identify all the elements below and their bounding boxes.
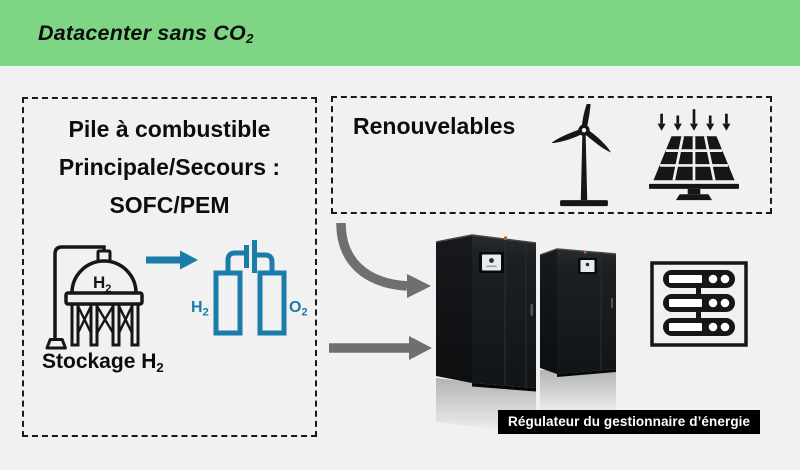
energy-manager-label: Régulateur du gestionnaire d’énergie (498, 410, 761, 434)
page-title-subscript: 2 (245, 31, 254, 47)
storage-caption: Stockage H2 (42, 350, 164, 375)
fuel-cell-box-title-line1: Pile à combustible (68, 116, 271, 142)
svg-text:H2: H2 (93, 273, 111, 295)
renewables-to-ups-arrow (336, 222, 431, 298)
solar-panel-icon (649, 109, 739, 201)
wind-turbine-icon (551, 104, 611, 207)
ups-cabinet-rear (539, 248, 617, 414)
fuel-cell-box-title: Pile à combustible Principale/Secours : … (24, 110, 315, 224)
server-unit (663, 294, 735, 312)
header-banner: Datacenter sans CO2 (0, 0, 800, 66)
connection-arrows (329, 222, 432, 360)
renewables-box-title: Renouvelables (353, 113, 516, 139)
hydrogen-storage-tank-icon: H2 (45, 245, 144, 350)
fuel-cell-box: Pile à combustible Principale/Secours : … (22, 97, 317, 437)
server-unit (663, 318, 735, 336)
fuelcell-to-ups-arrow (329, 336, 432, 360)
ups-cabinet-front (435, 234, 537, 434)
server-unit (663, 270, 735, 288)
server-rack-icon (650, 261, 748, 347)
ups-cabinets-image (435, 234, 617, 434)
blue-flow-arrow-icon (146, 250, 198, 270)
fuel-cell-cylinders-icon: H2 O2 (191, 240, 308, 336)
renewables-box: Renouvelables (331, 96, 772, 214)
fuel-cell-box-title-line3: SOFC/PEM (109, 192, 230, 218)
fuel-cell-box-title-line2: Principale/Secours : (58, 154, 281, 180)
page-title: Datacenter sans CO2 (38, 20, 254, 47)
svg-text:H2: H2 (191, 299, 209, 319)
svg-text:O2: O2 (289, 299, 308, 319)
